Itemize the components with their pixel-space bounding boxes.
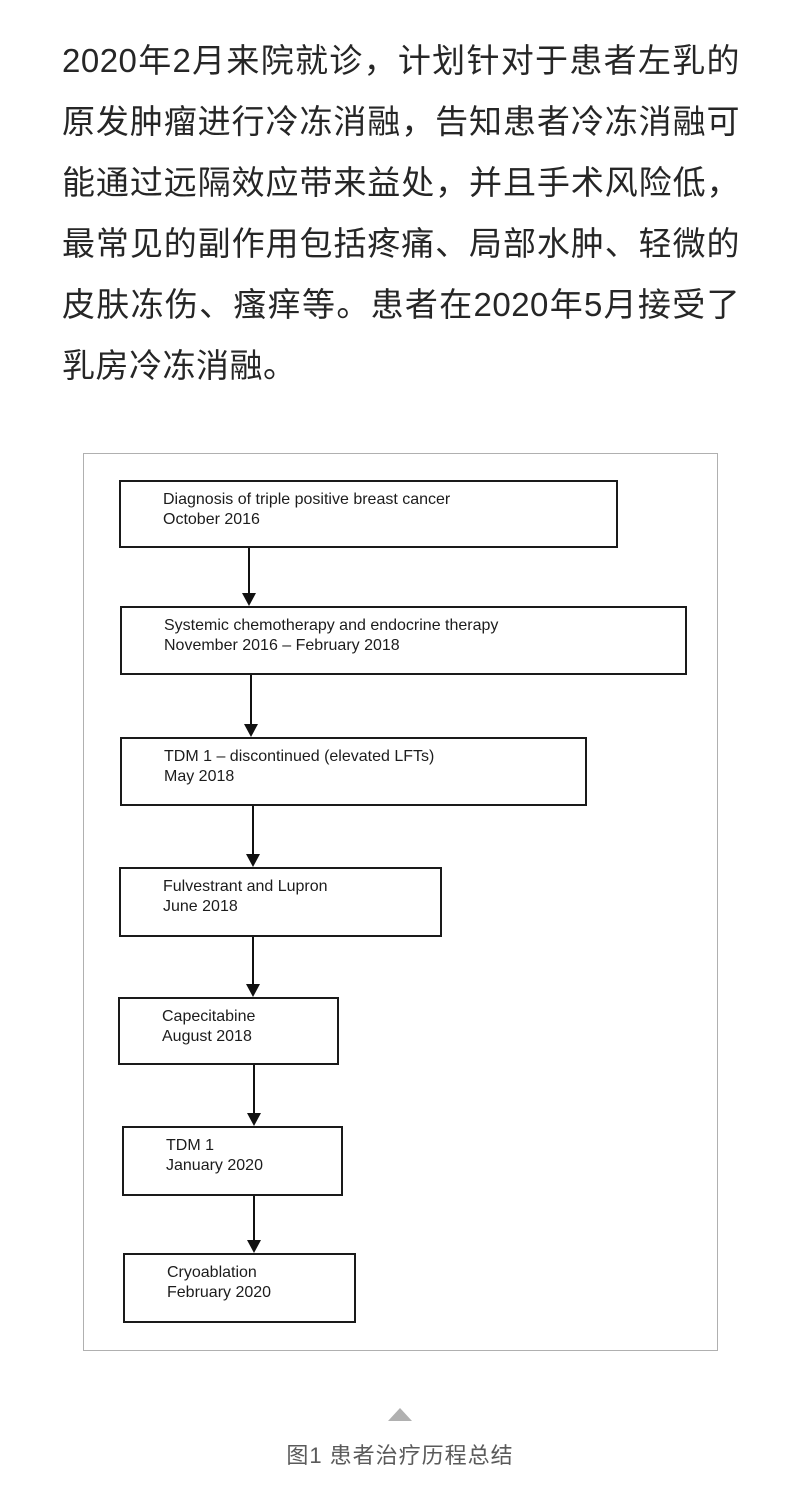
- arrow-down-icon: [247, 1113, 261, 1126]
- flow-box-date: October 2016: [163, 511, 260, 528]
- flow-box-cryoablation: Cryoablation February 2020: [123, 1253, 356, 1323]
- flow-box-title: Cryoablation: [167, 1264, 257, 1281]
- flow-box-date: August 2018: [162, 1028, 252, 1045]
- paragraph-line: 能通过远隔效应带来益处，并且手术风险低，: [62, 164, 740, 201]
- flow-box-tdm1-discontinued: TDM 1 – discontinued (elevated LFTs) May…: [120, 737, 587, 806]
- flow-box-fulvestrant-lupron: Fulvestrant and Lupron June 2018: [119, 867, 442, 937]
- flow-box-title: Fulvestrant and Lupron: [163, 878, 328, 895]
- arrow-down-icon: [247, 1240, 261, 1253]
- flow-arrow: [247, 1196, 261, 1253]
- paragraph-line: 最常见的副作用包括疼痛、局部水肿、轻微的: [62, 225, 740, 262]
- paragraph-line: 皮肤冻伤、瘙痒等。患者在2020年5月接受了: [62, 286, 740, 323]
- flow-arrow: [244, 675, 258, 737]
- flow-box-title: TDM 1: [166, 1137, 214, 1154]
- flow-box-tdm1: TDM 1 January 2020: [122, 1126, 343, 1196]
- flow-box-systemic-therapy: Systemic chemotherapy and endocrine ther…: [120, 606, 687, 675]
- flow-arrow: [247, 1065, 261, 1126]
- flow-box-title: Diagnosis of triple positive breast canc…: [163, 491, 451, 508]
- flow-box-capecitabine: Capecitabine August 2018: [118, 997, 339, 1065]
- arrow-down-icon: [242, 593, 256, 606]
- figure-caption: 图1 患者治疗历程总结: [286, 1443, 514, 1468]
- paragraph-line: 2020年2月来院就诊，计划针对于患者左乳的: [62, 42, 740, 79]
- flow-arrow: [242, 548, 256, 606]
- flow-box-title: TDM 1 – discontinued (elevated LFTs): [164, 748, 435, 765]
- arrow-down-icon: [244, 724, 258, 737]
- flow-box-title: Systemic chemotherapy and endocrine ther…: [164, 617, 499, 634]
- flow-box-date: June 2018: [163, 898, 238, 915]
- flow-box-title: Capecitabine: [162, 1008, 256, 1025]
- triangle-up-icon[interactable]: [388, 1408, 412, 1421]
- case-paragraph: 2020年2月来院就诊，计划针对于患者左乳的 原发肿瘤进行冷冻消融，告知患者冷冻…: [62, 30, 740, 396]
- flow-box-diagnosis: Diagnosis of triple positive breast canc…: [119, 480, 618, 548]
- flow-arrow: [246, 937, 260, 997]
- arrow-down-icon: [246, 984, 260, 997]
- flow-box-date: January 2020: [166, 1157, 263, 1174]
- arrow-down-icon: [246, 854, 260, 867]
- figure-flowchart: Diagnosis of triple positive breast canc…: [83, 453, 718, 1351]
- paragraph-line: 原发肿瘤进行冷冻消融，告知患者冷冻消融可: [62, 103, 740, 140]
- paragraph-line: 乳房冷冻消融。: [62, 347, 297, 384]
- flow-box-date: February 2020: [167, 1284, 272, 1301]
- flow-box-date: May 2018: [164, 768, 235, 785]
- flow-box-date: November 2016 – February 2018: [164, 637, 400, 654]
- flow-arrow: [246, 806, 260, 867]
